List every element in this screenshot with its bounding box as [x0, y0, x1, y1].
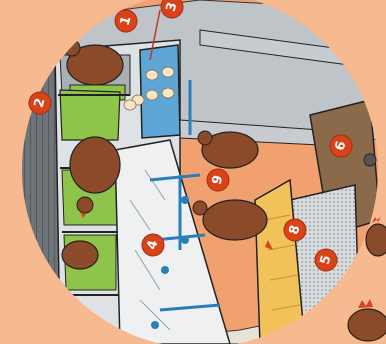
nest-box-green [60, 90, 120, 140]
hen [62, 241, 98, 269]
